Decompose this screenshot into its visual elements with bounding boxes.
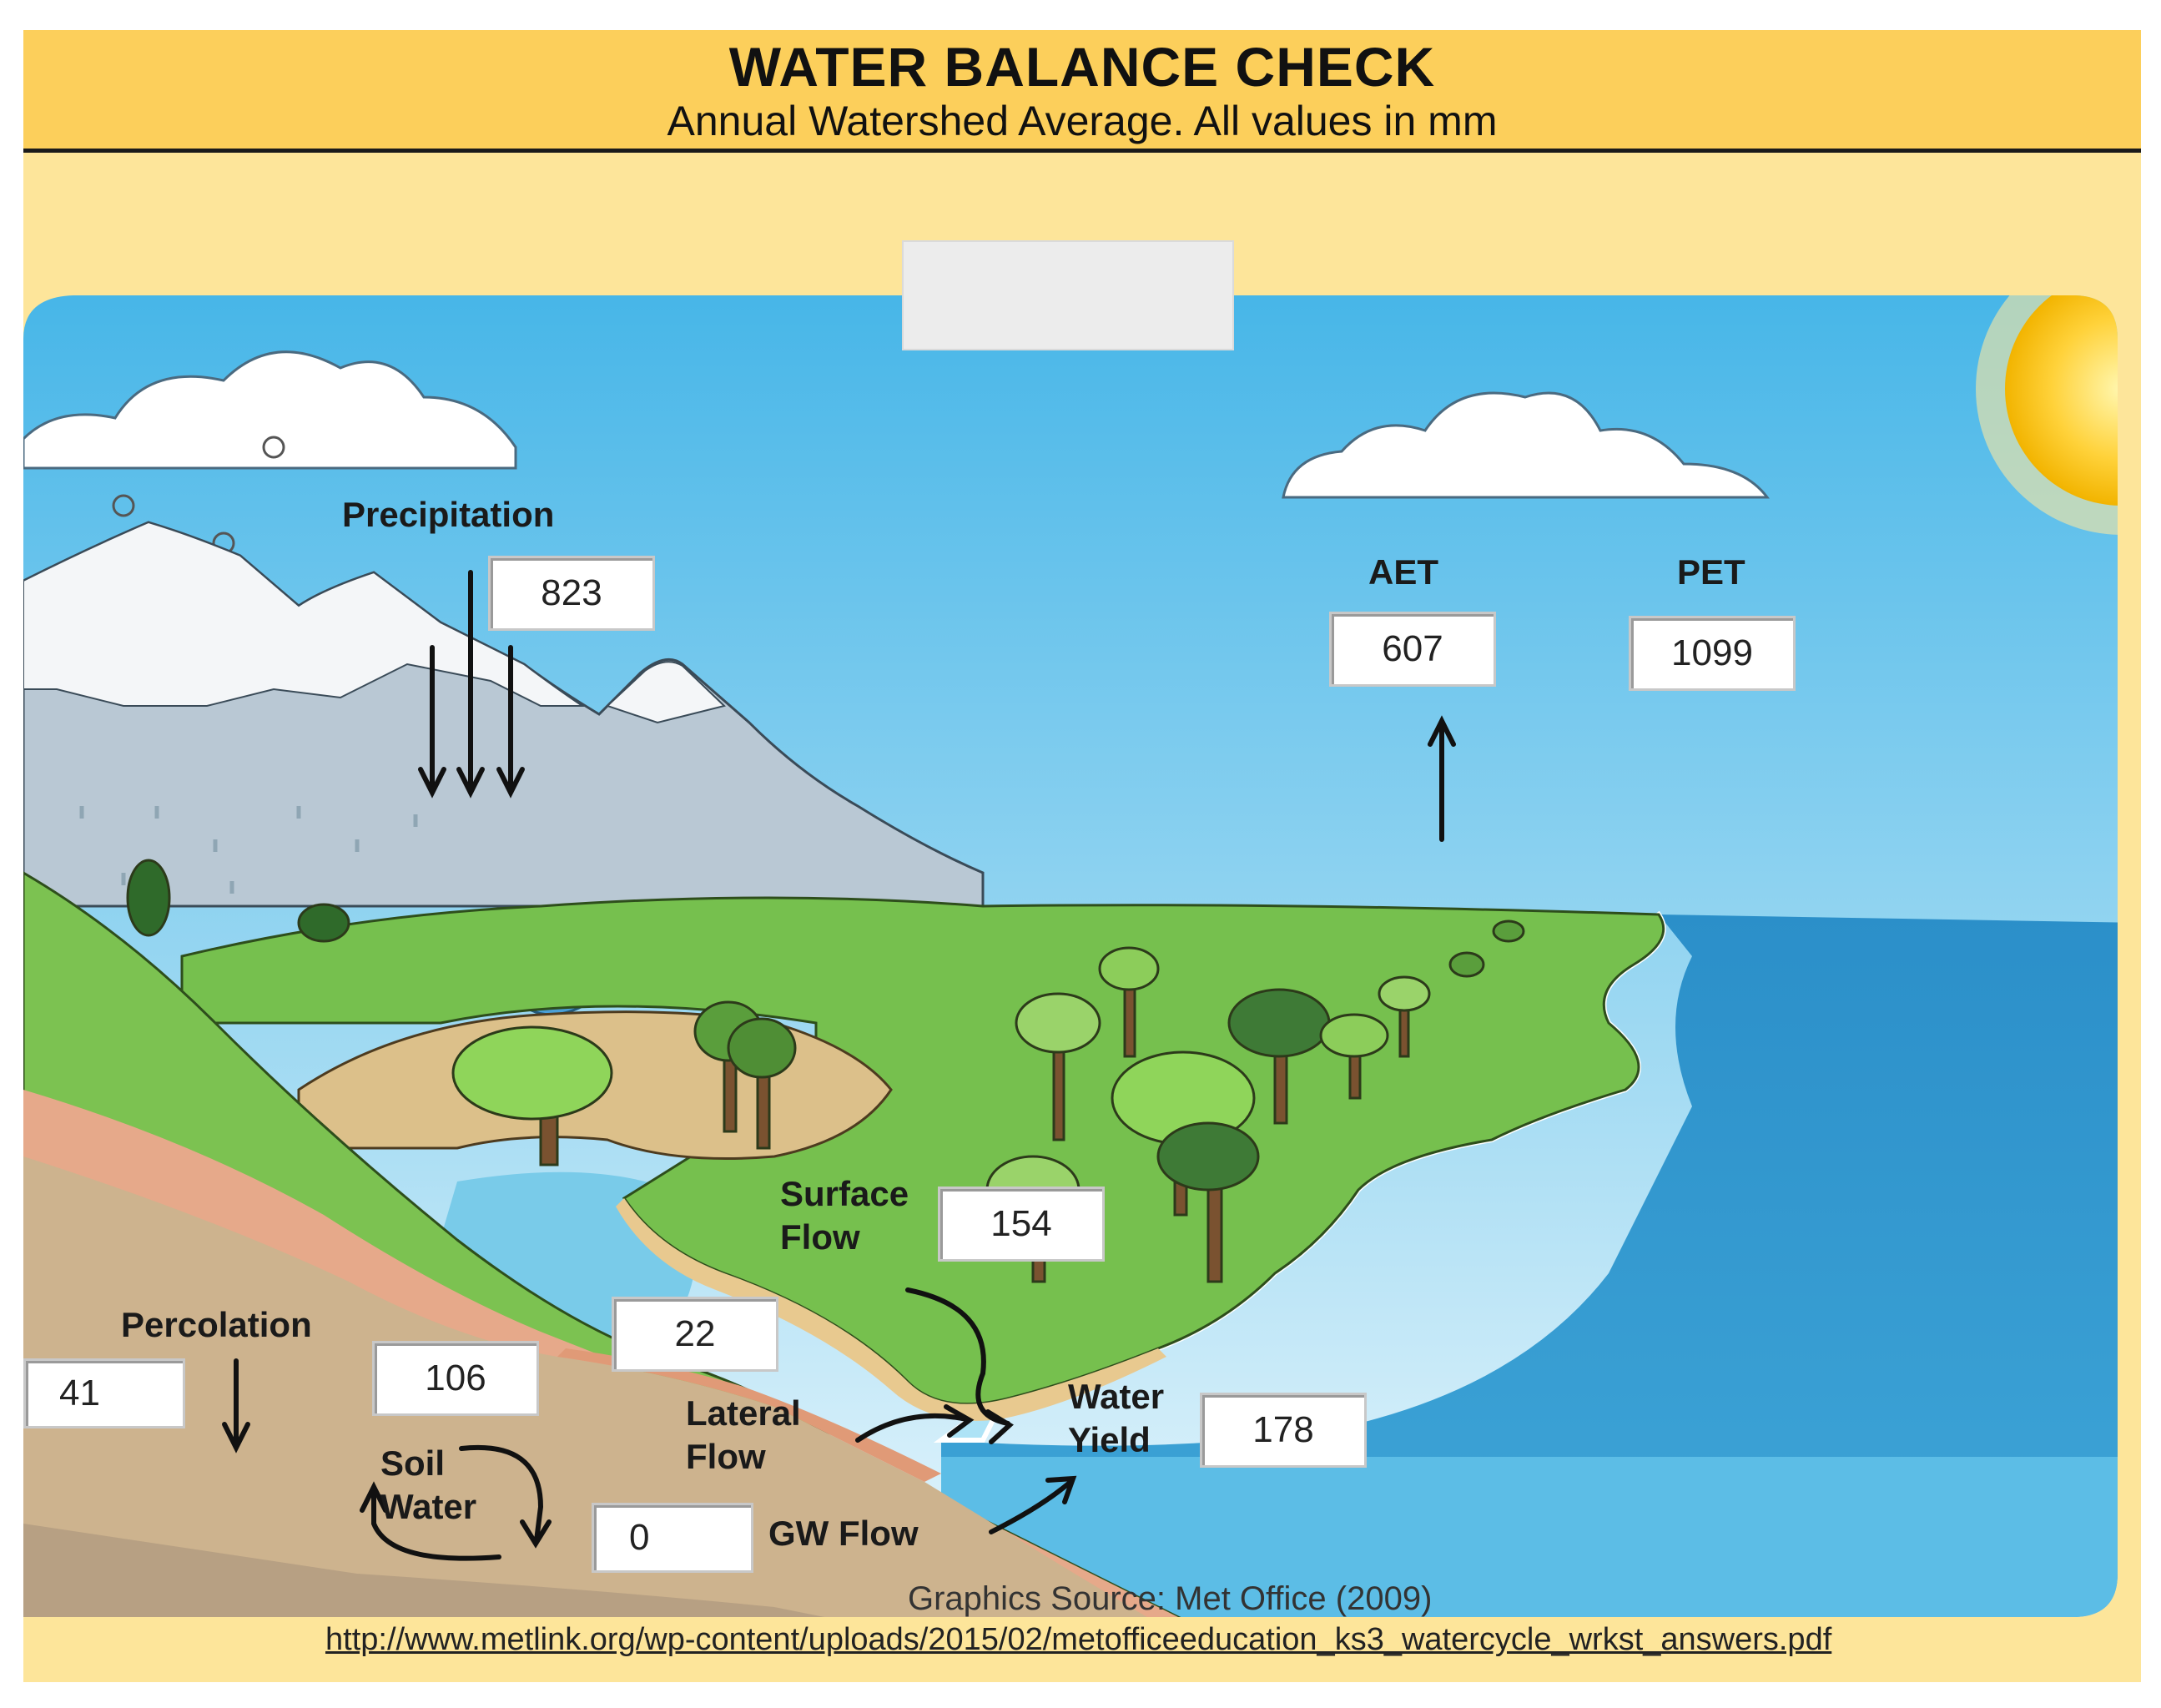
cloud-right <box>1282 391 1771 499</box>
value-aet: 607 <box>1329 612 1496 687</box>
value-gw-flow: 0 <box>592 1503 753 1573</box>
value-pet: 1099 <box>1629 616 1796 691</box>
value-percolation: 41 <box>23 1358 185 1428</box>
label-precipitation: Precipitation <box>342 495 555 534</box>
label-lateral-flow: Lateral Flow <box>686 1393 801 1476</box>
value-soil-water: 106 <box>372 1341 539 1416</box>
cloud-left <box>23 350 517 470</box>
header-bar: WATER BALANCE CHECK Annual Watershed Ave… <box>23 30 2141 153</box>
label-percolation: Percolation <box>121 1305 312 1344</box>
label-pet: PET <box>1677 552 1745 592</box>
label-surface-flow: Surface Flow <box>780 1174 909 1257</box>
source-url-link[interactable]: http://www.metlink.org/wp-content/upload… <box>325 1622 1832 1657</box>
value-precipitation: 823 <box>488 556 655 631</box>
value-surface-flow: 154 <box>938 1187 1105 1262</box>
water-cycle-illustration <box>23 295 2118 1617</box>
value-water-yield: 178 <box>1200 1393 1367 1468</box>
diagram-frame: WATER BALANCE CHECK Annual Watershed Ave… <box>23 30 2141 1682</box>
soil <box>23 1156 1158 1617</box>
page-subtitle: Annual Watershed Average. All values in … <box>667 98 1498 144</box>
graphics-source-text: Graphics Source: Met Office (2009) <box>908 1580 1433 1617</box>
blank-placeholder-box <box>902 240 1234 350</box>
flow-arrows <box>222 570 1456 1561</box>
label-water-yield: Water Yield <box>1068 1377 1165 1459</box>
label-aet: AET <box>1368 552 1438 592</box>
page-title: WATER BALANCE CHECK <box>728 36 1436 98</box>
value-lateral-flow: 22 <box>612 1297 778 1372</box>
label-gw-flow: GW Flow <box>768 1514 919 1553</box>
label-soil-water: Soil Water <box>380 1443 477 1526</box>
